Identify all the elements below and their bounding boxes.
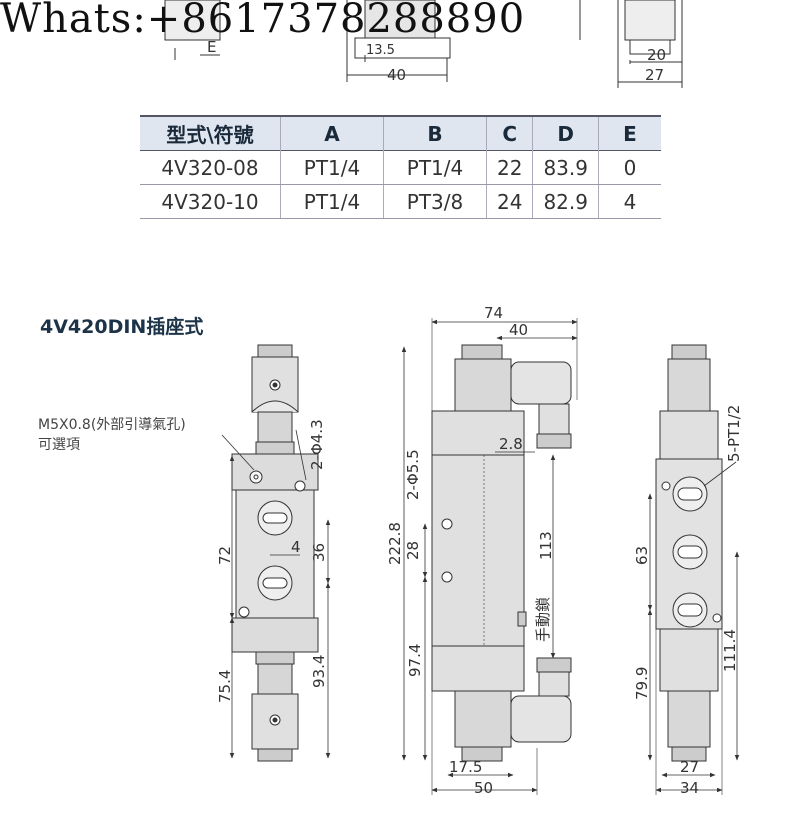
header-model: 型式\符號 [140, 116, 281, 151]
dim-40-top: 40 [387, 66, 406, 84]
side-view [401, 318, 578, 795]
cell-b: PT1/4 [383, 150, 487, 185]
dim-27-top: 27 [645, 66, 664, 84]
dim-93-4: 93.4 [310, 655, 328, 688]
cell-a: PT1/4 [280, 184, 384, 219]
manual-lock-label: 手動鎖 [534, 597, 552, 642]
cell-c: 22 [485, 150, 533, 185]
dim-111-4: 111.4 [721, 629, 739, 672]
cell-d: 82.9 [532, 184, 599, 219]
dim-63: 63 [633, 546, 651, 565]
section-title: 4V420DIN插座式 [40, 316, 204, 338]
header-c: C [485, 116, 533, 151]
callout-line-2: 可選項 [38, 437, 80, 453]
dim-75-4: 75.4 [216, 670, 234, 703]
cell-model: 4V320-08 [140, 150, 281, 185]
dim-79-9: 79.9 [633, 667, 651, 700]
table-row: 4V320-10 PT1/4 PT3/8 24 82.9 4 [140, 184, 661, 219]
table-header-row: 型式\符號 A B C D E [140, 116, 661, 151]
spec-table: 型式\符號 A B C D E 4V320-08 PT1/4 PT1/4 22 … [140, 115, 661, 219]
dim-50: 50 [474, 779, 493, 797]
dim-222-8: 222.8 [386, 522, 404, 565]
dim-40-side: 40 [509, 321, 528, 339]
dim-e-top: E [207, 38, 216, 56]
cell-b: PT3/8 [383, 184, 487, 219]
dim-20: 20 [647, 46, 666, 64]
hole-label-side: 2-Φ5.5 [404, 449, 422, 500]
end-view [647, 344, 740, 795]
external-pilot-callout: M5X0.8(外部引導氣孔) 可選項 [38, 415, 186, 455]
port-label: 5-PT1/2 [725, 405, 743, 462]
dim-72: 72 [216, 546, 234, 565]
dim-36: 36 [310, 543, 328, 562]
watermark-text: Whats:+8617378288890 [0, 0, 526, 42]
cell-model: 4V320-10 [140, 184, 281, 219]
dim-17-5: 17.5 [449, 758, 482, 776]
dim-2-8: 2.8 [499, 435, 523, 453]
cell-c: 24 [485, 184, 533, 219]
table-row: 4V320-08 PT1/4 PT1/4 22 83.9 0 [140, 150, 661, 185]
header-b: B [383, 116, 487, 151]
dim-113: 113 [537, 531, 555, 560]
cell-a: PT1/4 [280, 150, 384, 185]
dim-27-end: 27 [680, 758, 699, 776]
cell-d: 83.9 [532, 150, 599, 185]
dim-13-5: 13.5 [366, 43, 395, 58]
header-d: D [532, 116, 599, 151]
dim-28: 28 [404, 541, 422, 560]
dim-97-4: 97.4 [406, 644, 424, 677]
dim-4: 4 [291, 538, 301, 556]
header-a: A [280, 116, 384, 151]
top-drawing-fragment: E 13.5 40 20 27 [164, 0, 683, 88]
front-view [221, 344, 331, 762]
header-e: E [597, 116, 661, 151]
hole-label-front: 2-Φ4.3 [308, 419, 326, 470]
dim-74: 74 [484, 304, 503, 322]
cell-e: 0 [597, 150, 661, 185]
dim-34: 34 [680, 779, 699, 797]
callout-line-1: M5X0.8(外部引導氣孔) [38, 417, 186, 433]
cell-e: 4 [597, 184, 661, 219]
